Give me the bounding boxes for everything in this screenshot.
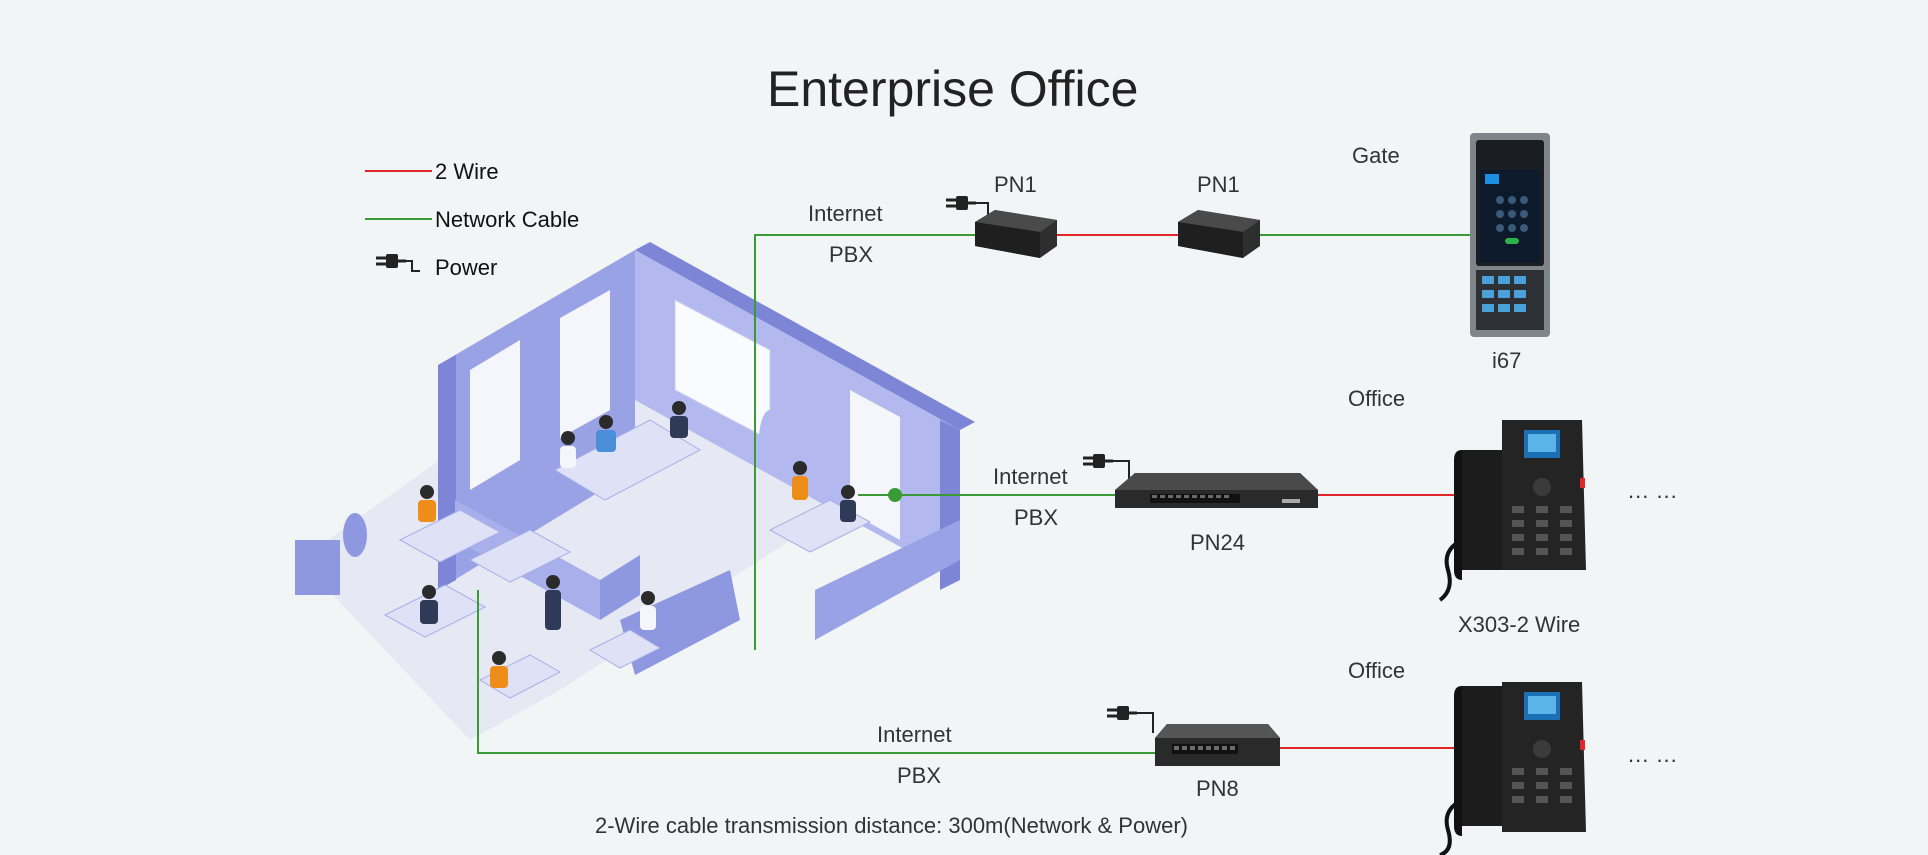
bottom-network-cable — [477, 590, 1155, 754]
pn1-a-label: PN1 — [994, 172, 1037, 197]
door-intercom-icon — [1470, 133, 1550, 337]
top-internet-label: Internet — [808, 201, 883, 226]
x303-label: X303-2 Wire — [1458, 612, 1581, 637]
poe-extender-icon — [1178, 210, 1260, 258]
bottom-more-ellipsis: ... ... — [1628, 742, 1678, 767]
pn24-label: PN24 — [1190, 530, 1246, 555]
top-network-cable-in — [754, 234, 975, 650]
top-pbx-label: PBX — [829, 242, 874, 267]
middle-pbx-label: PBX — [1014, 505, 1059, 530]
pn24-power-plug-icon — [1081, 452, 1130, 481]
legend-power-label: Power — [435, 255, 498, 280]
legend-two-wire-label: 2 Wire — [435, 159, 499, 184]
pn8-label: PN8 — [1196, 776, 1239, 801]
desk-phone-icon — [1439, 682, 1586, 855]
pn1-b-label: PN1 — [1197, 172, 1240, 197]
pn8-power-plug-icon — [1105, 704, 1154, 733]
i67-label: i67 — [1492, 348, 1522, 373]
poe-extender-icon — [975, 210, 1057, 258]
middle-internet-label: Internet — [993, 464, 1068, 489]
middle-office-label: Office — [1348, 386, 1406, 411]
poe-switch-icon — [1155, 724, 1280, 766]
legend-network-cable-label: Network Cable — [435, 207, 580, 232]
gate-label: Gate — [1352, 143, 1400, 168]
middle-more-ellipsis: ... ... — [1628, 478, 1678, 503]
poe-switch-icon — [1115, 473, 1318, 508]
bottom-internet-label: Internet — [877, 722, 952, 747]
desk-phone-icon — [1438, 420, 1586, 602]
footer-note: 2-Wire cable transmission distance: 300m… — [595, 813, 1188, 838]
page-title: Enterprise Office — [767, 61, 1139, 117]
bottom-office-label: Office — [1348, 658, 1406, 683]
legend-power-plug-icon — [374, 252, 420, 272]
office-illustration — [295, 242, 975, 740]
bottom-pbx-label: PBX — [897, 763, 942, 788]
middle-cable-junction — [888, 488, 902, 502]
